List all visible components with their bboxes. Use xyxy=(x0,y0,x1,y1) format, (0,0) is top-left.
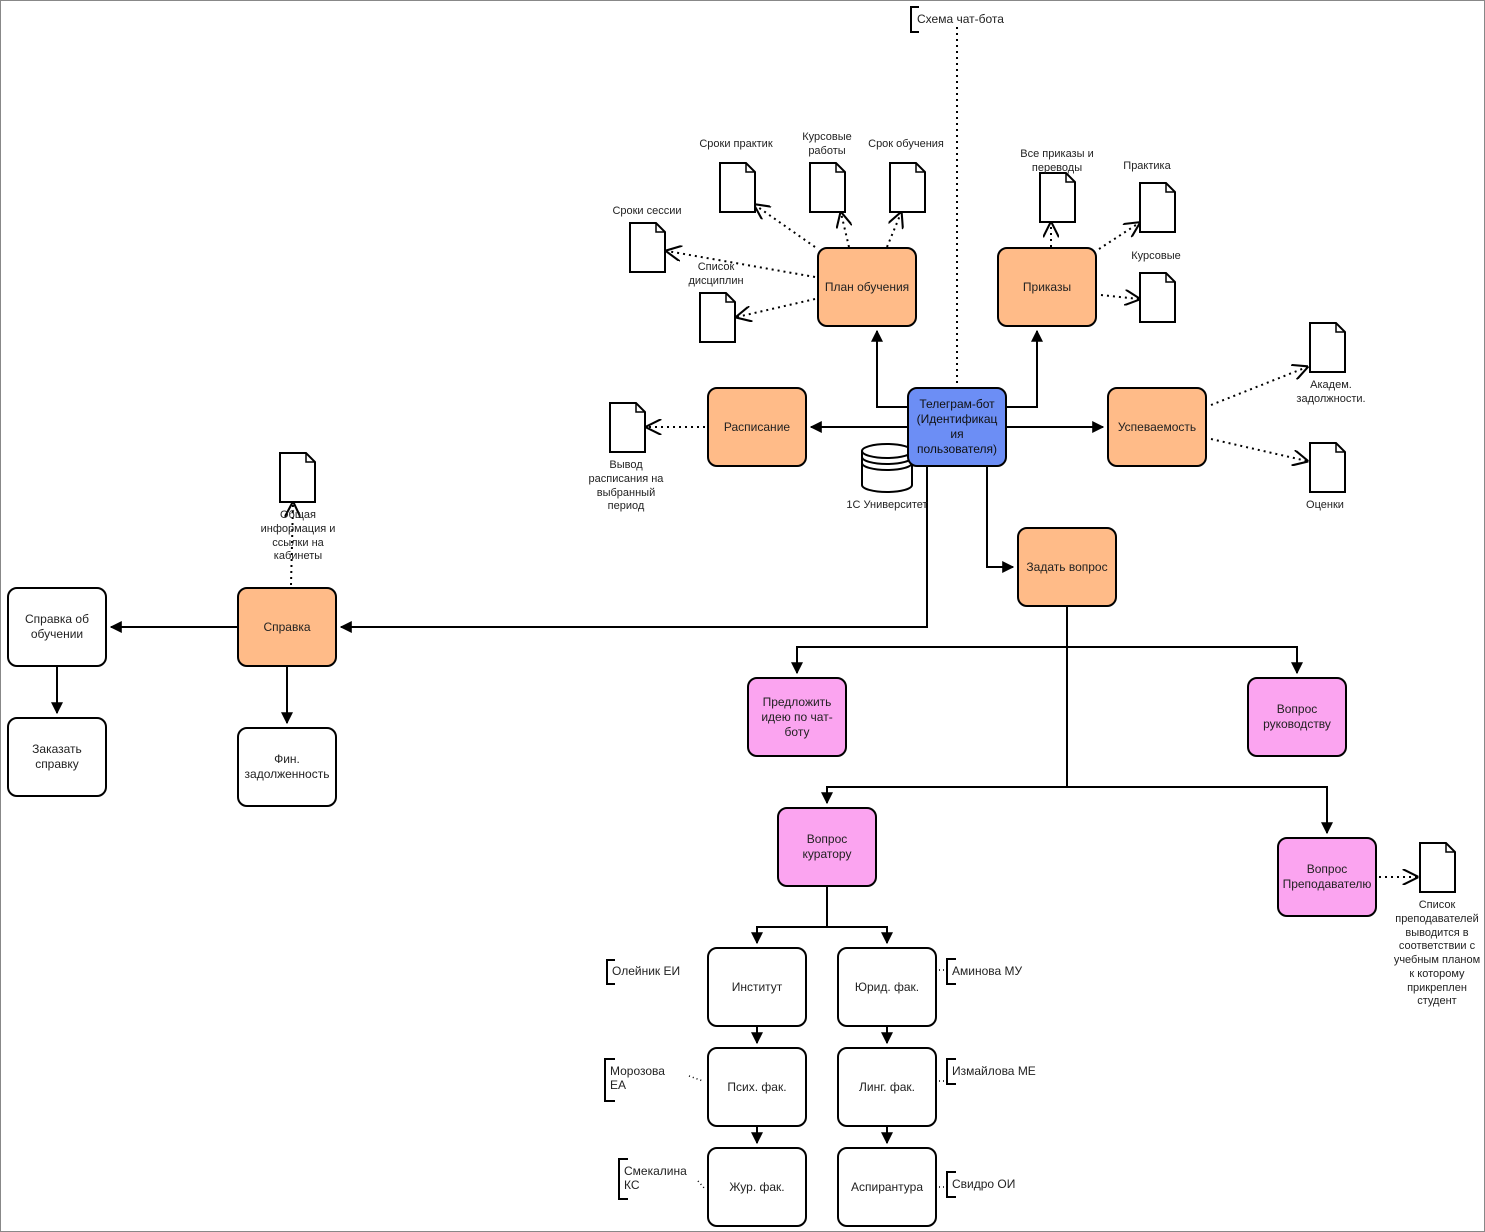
note-title: Схема чат-бота xyxy=(917,12,1004,26)
document-icon-course xyxy=(1139,272,1176,323)
doc-label-schedule-output: Вывод расписания на выбранный период xyxy=(588,459,664,513)
edge-ask-idea xyxy=(791,646,1067,675)
doc-label-study-term: Срок обучения xyxy=(868,138,944,150)
edge-plan-session xyxy=(667,251,816,278)
bracket-grad xyxy=(946,1171,956,1198)
node-ask-question[interactable]: Задать вопрос xyxy=(1017,527,1117,607)
node-ask-curator[interactable]: Вопрос куратору xyxy=(777,807,877,887)
node-schedule[interactable]: Расписание xyxy=(707,387,807,467)
doc-label-practice-dates: Сроки практик xyxy=(699,138,773,150)
node-journ-faculty[interactable]: Жур. фак. xyxy=(707,1147,807,1227)
edge-reference-doc xyxy=(291,503,293,586)
node-graduate-school[interactable]: Аспирантура xyxy=(837,1147,937,1227)
doc-label-session-dates: Сроки сессии xyxy=(612,205,682,217)
document-icon-schedule-out xyxy=(609,402,646,453)
node-order-reference[interactable]: Заказать справку xyxy=(7,717,107,797)
edge-curator-institute xyxy=(751,926,827,945)
note-curator-journ: Смекалина КС xyxy=(624,1164,687,1193)
document-icon-grades xyxy=(1309,442,1346,493)
bracket-journ xyxy=(618,1158,628,1200)
edge-orders-practice xyxy=(1098,223,1139,250)
document-icon-all-orders xyxy=(1039,172,1076,223)
edge-bot-reference xyxy=(339,467,928,633)
doc-label-grades: Оценки xyxy=(1306,499,1344,511)
edge-progress-grades xyxy=(1210,438,1307,461)
edge-bot-orders xyxy=(1007,329,1043,408)
bracket-ling xyxy=(946,1058,956,1085)
node-progress[interactable]: Успеваемость xyxy=(1107,387,1207,467)
edge-ask-curator xyxy=(821,786,1067,805)
node-study-reference[interactable]: Справка об обучении xyxy=(7,587,107,667)
document-icon-practice xyxy=(1139,182,1176,233)
bracket-law xyxy=(946,958,956,985)
doc-label-disciplines: Список дисциплин xyxy=(688,261,744,287)
doc-label-general-info: Общая информация и ссылки на кабинеты xyxy=(260,509,336,563)
node-ask-management[interactable]: Вопрос руководству xyxy=(1247,677,1347,757)
edge-curator-law xyxy=(827,926,893,945)
doc-label-course: Курсовые xyxy=(1131,250,1181,262)
node-telegram-bot[interactable]: Телеграм-бот (Идентификац ия пользовател… xyxy=(907,387,1007,467)
node-law-faculty[interactable]: Юрид. фак. xyxy=(837,947,937,1027)
note-curator-psych: Морозова ЕА xyxy=(610,1064,665,1093)
note-curator-ling: Измайлова МЕ xyxy=(952,1064,1036,1078)
document-icon-session-dates xyxy=(629,222,666,273)
doc-label-acad-debt: Академ. задолжности. xyxy=(1296,379,1366,405)
edge-plan-coursework xyxy=(841,213,849,248)
note-curator-grad: Свидро ОИ xyxy=(952,1177,1016,1191)
document-icon-study-term xyxy=(889,162,926,213)
edge-plan-disciplines xyxy=(737,298,816,317)
edge-orders-course xyxy=(1100,295,1139,299)
document-icon-teacher-list xyxy=(1419,842,1456,893)
node-ling-faculty[interactable]: Линг. фак. xyxy=(837,1047,937,1127)
document-icon-acad-debt xyxy=(1309,322,1346,373)
node-orders[interactable]: Приказы xyxy=(997,247,1097,327)
doc-label-teacher-list: Список преподавателей выводится в соотве… xyxy=(1393,899,1481,1008)
doc-label-all-orders: Все приказы и переводы xyxy=(1020,148,1094,174)
node-psych-faculty[interactable]: Псих. фак. xyxy=(707,1047,807,1127)
doc-label-practice: Практика xyxy=(1123,160,1171,172)
doc-label-coursework: Курсовые работы xyxy=(802,131,852,157)
node-reference[interactable]: Справка xyxy=(237,587,337,667)
node-institute[interactable]: Институт xyxy=(707,947,807,1027)
edge-bot-ask xyxy=(986,467,1015,573)
edge-ask-mgmt xyxy=(1067,646,1303,675)
document-icon-disciplines xyxy=(699,292,736,343)
document-icon-practice-dates xyxy=(719,162,756,213)
note-curator-law: Аминова МУ xyxy=(952,964,1023,978)
node-suggest-idea[interactable]: Предложить идею по чат-боту xyxy=(747,677,847,757)
note-curator-institute: Олейник ЕИ xyxy=(612,964,681,978)
database-label: 1С Университет xyxy=(846,499,928,511)
document-icon-general-info xyxy=(279,452,316,503)
edge-bot-plan xyxy=(871,329,907,408)
edge-ask-teacher xyxy=(1067,786,1333,835)
bracket-institute xyxy=(606,959,615,985)
edge-plan-term xyxy=(886,213,901,248)
database-icon xyxy=(861,443,913,493)
document-icon-coursework xyxy=(809,162,846,213)
node-ask-teacher[interactable]: Вопрос Преподавателю xyxy=(1277,837,1377,917)
edge-plan-practice xyxy=(755,205,816,248)
bracket-title xyxy=(910,6,919,33)
node-fin-debt[interactable]: Фин. задолженность xyxy=(237,727,337,807)
bracket-psych xyxy=(604,1058,615,1102)
node-study-plan[interactable]: План обучения xyxy=(817,247,917,327)
